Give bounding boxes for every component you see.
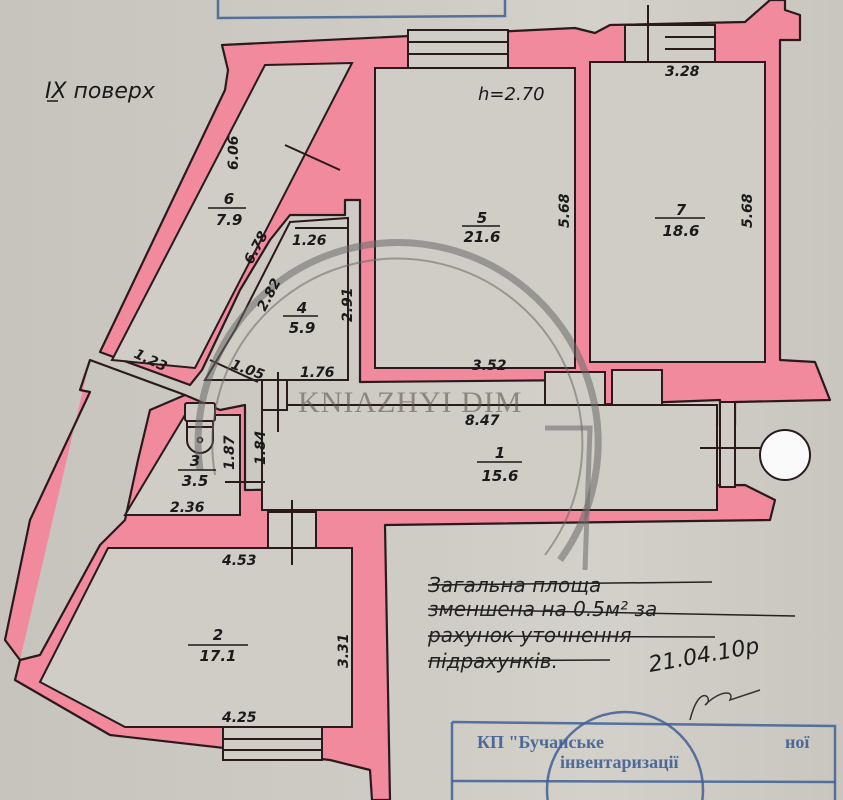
doorway-4 — [261, 379, 288, 411]
svg-text:6: 6 — [224, 190, 234, 208]
svg-text:17.1: 17.1 — [199, 647, 236, 665]
dim-5-68-right: 5.68 — [740, 193, 756, 228]
room-label-2: 2 17.1 — [188, 626, 248, 665]
room-label-1: 1 15.6 — [477, 444, 522, 485]
entrance-door — [719, 401, 736, 488]
dim-6-06: 6.06 — [226, 135, 242, 170]
room-5 — [374, 67, 576, 369]
svg-text:21.6: 21.6 — [463, 228, 500, 246]
signature — [689, 689, 761, 721]
svg-text:7.9: 7.9 — [216, 211, 243, 229]
stamp-line-2: інвентаризації — [560, 752, 680, 772]
floor-label: IX поверх — [45, 79, 156, 104]
dim-2-36: 2.36 — [170, 500, 205, 516]
stamp-line-1-end: ної — [785, 732, 810, 752]
dim-1-76: 1.76 — [300, 365, 335, 381]
room-label-6: 6 7.9 — [208, 190, 246, 229]
room-label-4: 4 5.9 — [283, 299, 318, 337]
dim-1-87: 1.87 — [222, 435, 238, 470]
dim-4-53: 4.53 — [221, 553, 257, 569]
svg-text:3: 3 — [190, 452, 200, 470]
room-1 — [261, 404, 718, 511]
svg-text:15.6: 15.6 — [481, 467, 518, 485]
svg-text:7: 7 — [676, 201, 687, 219]
watermark-text: KNIAZHYI DIM — [298, 386, 522, 419]
room-label-5: 5 21.6 — [462, 209, 501, 246]
handwritten-note: Загальна площа зменшена на 0.5м² за раху… — [427, 573, 796, 721]
dim-2-91: 2.91 — [340, 287, 356, 322]
dim-3-31: 3.31 — [336, 633, 352, 668]
svg-text:18.6: 18.6 — [662, 222, 699, 240]
dim-3-52: 3.52 — [472, 358, 507, 374]
dim-4-25: 4.25 — [221, 710, 257, 726]
dim-1-26: 1.26 — [292, 233, 327, 249]
dim-5-68-left: 5.68 — [557, 193, 573, 228]
bureau-stamp: КП "Бучанське ної інвентаризації — [450, 710, 837, 800]
svg-text:4: 4 — [296, 299, 307, 317]
svg-text:5: 5 — [477, 209, 487, 227]
stair-top-right — [624, 24, 716, 64]
round-seal — [545, 710, 705, 800]
dim-1-84: 1.84 — [253, 430, 269, 465]
lift-circle-icon — [759, 429, 811, 481]
ceiling-height: h=2.70 — [478, 84, 545, 105]
stair-top-left — [407, 29, 509, 69]
dim-8-47: 8.47 — [465, 413, 500, 429]
svg-text:3.5: 3.5 — [182, 472, 209, 490]
svg-text:5.9: 5.9 — [289, 319, 316, 337]
room-7 — [589, 61, 766, 363]
stamp-line-1: КП "Бучанське — [477, 732, 604, 752]
note-line-3: рахунок уточнення — [427, 623, 631, 647]
doorway-7 — [611, 369, 663, 406]
dim-3-28: 3.28 — [665, 64, 700, 80]
watermark: KNIAZHYI DIM — [194, 239, 602, 571]
room-label-3: 3 3.5 — [178, 452, 216, 490]
stair-bottom — [222, 726, 323, 761]
top-stamp-box — [216, 0, 507, 20]
room-6 — [110, 61, 354, 370]
svg-text:1: 1 — [495, 444, 505, 462]
svg-text:2: 2 — [213, 626, 223, 644]
note-date: 21.04.10р — [647, 634, 762, 678]
room-label-7: 7 18.6 — [655, 201, 705, 240]
